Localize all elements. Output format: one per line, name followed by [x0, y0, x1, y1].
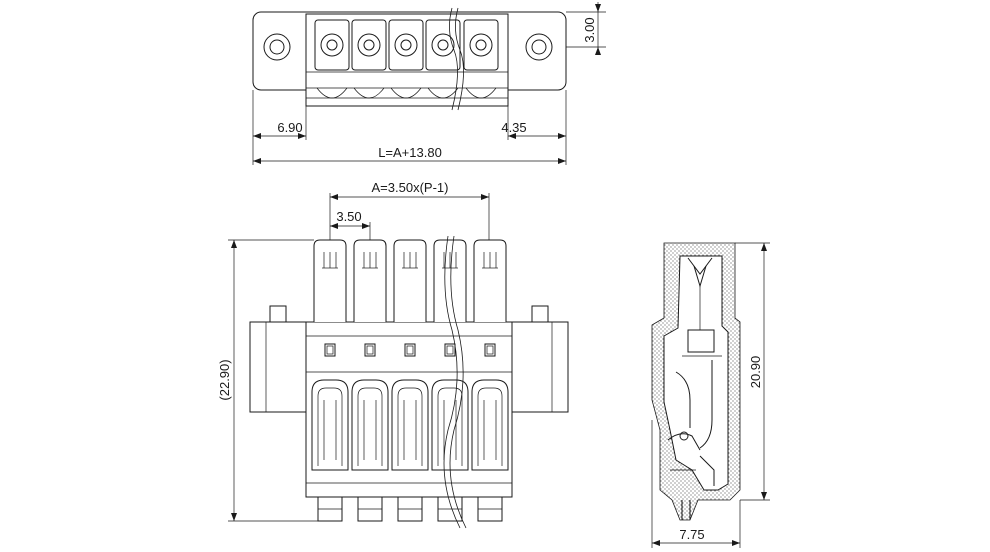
front-bottom-pins	[306, 482, 512, 522]
screw-cell	[314, 19, 350, 99]
screw-cell	[463, 19, 499, 99]
dim-front-height: (22.90)	[217, 359, 232, 400]
right-mounting-hole	[525, 33, 553, 61]
pin-head	[473, 239, 507, 322]
front-view: A=3.50x(P-1) 3.50	[217, 180, 569, 529]
front-pin-heads	[313, 239, 507, 322]
front-test-windows	[324, 343, 496, 357]
release-lever	[431, 379, 469, 471]
dim-overall-length: L=A+13.80	[378, 145, 442, 160]
side-view: 20.90 7.75	[651, 242, 770, 548]
pin-head	[393, 239, 427, 322]
dim-side-height: 20.90	[748, 356, 763, 389]
dim-side-depth: 7.75	[679, 527, 704, 542]
screw-cell	[351, 19, 387, 99]
right-side-flange	[511, 321, 569, 413]
dim-pin-span: A=3.50x(P-1)	[372, 180, 449, 195]
left-side-flange	[249, 321, 307, 413]
left-mounting-hole	[263, 33, 291, 61]
top-housing	[305, 13, 509, 107]
release-lever	[311, 379, 349, 471]
dim-top-right-height: 3.00	[582, 17, 597, 42]
top-view: 3.00 6.90 4.35 L=A+13.80	[252, 2, 606, 165]
release-lever	[471, 379, 509, 471]
pin-head	[433, 239, 467, 322]
pin-head	[353, 239, 387, 322]
screw-cell	[388, 19, 424, 99]
dim-left-offset: 6.90	[277, 120, 302, 135]
front-release-levers	[311, 379, 509, 471]
top-screw-cells	[314, 19, 499, 99]
screw-cell	[425, 19, 461, 99]
pin-head	[313, 239, 347, 322]
release-lever	[351, 379, 389, 471]
dim-right-offset: 4.35	[501, 120, 526, 135]
release-lever	[391, 379, 429, 471]
dim-pitch: 3.50	[336, 209, 361, 224]
